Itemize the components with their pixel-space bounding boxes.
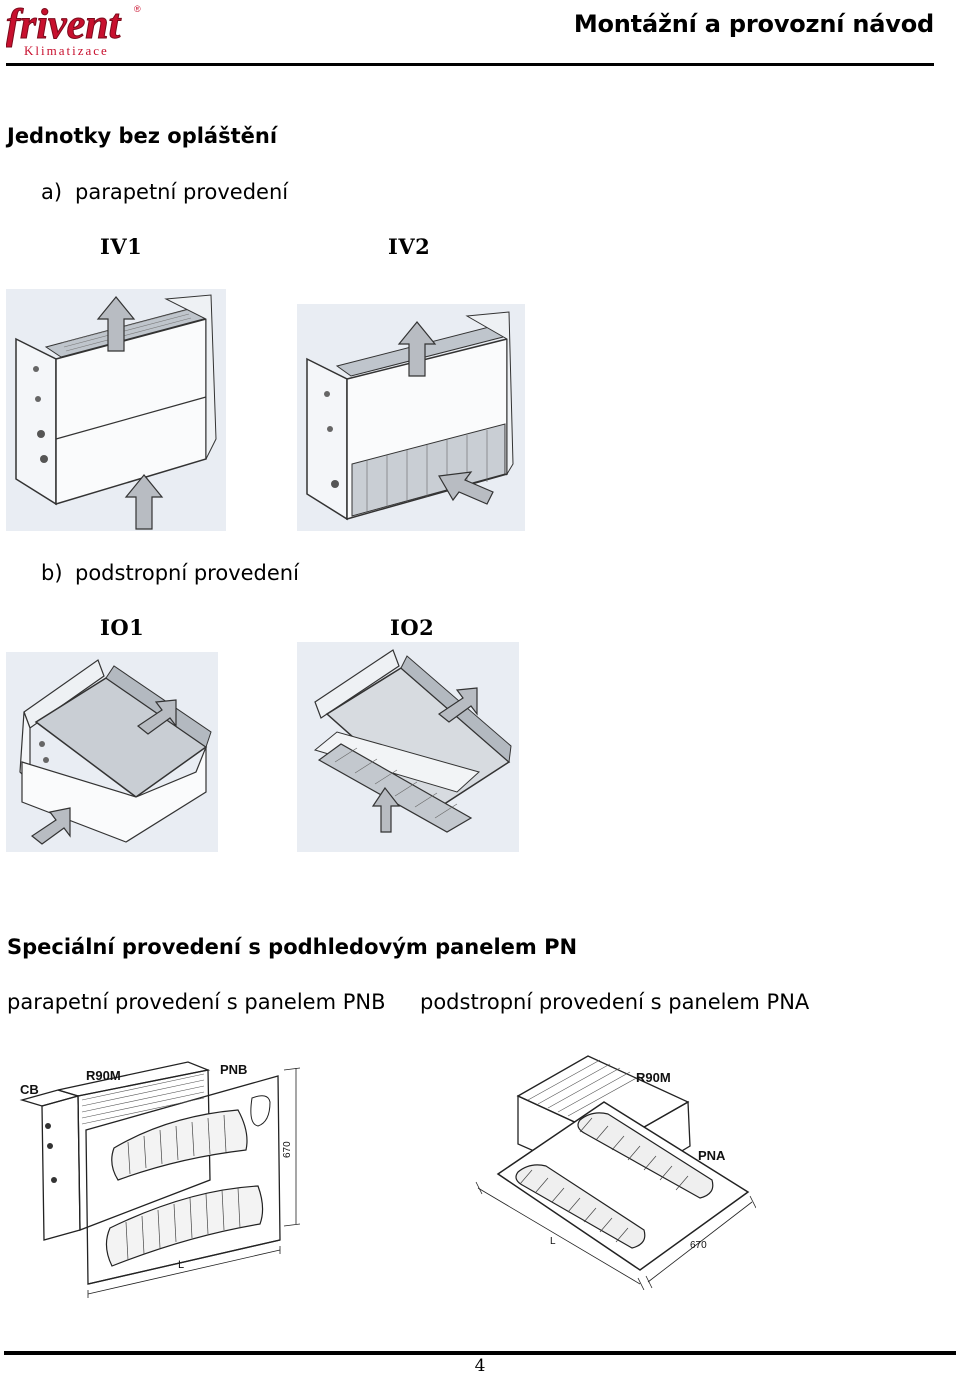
pna-technical-drawing: R90M PNA L 670 bbox=[468, 1048, 757, 1291]
subsection-ceiling: b) podstropní provedení bbox=[41, 561, 299, 585]
label-length-l: L bbox=[178, 1259, 184, 1271]
label-r90m: R90M bbox=[86, 1068, 121, 1083]
io2-unit-illustration bbox=[297, 642, 519, 852]
subsection-label: podstropní provedení bbox=[75, 561, 299, 585]
label-pnb: PNB bbox=[220, 1062, 247, 1077]
model-code-iv1: IV1 bbox=[100, 234, 143, 259]
header-rule bbox=[6, 63, 934, 66]
label-width-670: 670 bbox=[690, 1240, 707, 1251]
label-pna: PNA bbox=[698, 1148, 726, 1163]
label-cb: CB bbox=[20, 1082, 39, 1097]
caption-pna: podstropní provedení s panelem PNA bbox=[420, 990, 810, 1014]
iv1-unit-illustration bbox=[6, 289, 226, 531]
io1-unit-illustration bbox=[6, 652, 218, 852]
page-number: 4 bbox=[474, 1356, 486, 1376]
subsection-label: parapetní provedení bbox=[75, 180, 289, 204]
caption-pnb: parapetní provedení s panelem PNB bbox=[7, 990, 386, 1014]
logo-subtitle: Klimatizace bbox=[24, 43, 109, 58]
label-height-670: 670 bbox=[282, 1141, 293, 1158]
model-code-iv2: IV2 bbox=[388, 234, 431, 259]
label-length-l: L bbox=[550, 1236, 556, 1247]
section-heading-special: Speciální provedení s podhledovým panele… bbox=[7, 935, 578, 959]
iv2-unit-illustration bbox=[297, 304, 525, 531]
list-marker: b) bbox=[41, 561, 63, 585]
svg-text:®: ® bbox=[134, 4, 141, 14]
list-marker: a) bbox=[41, 180, 63, 204]
pnb-technical-drawing: CB R90M PNB 670 L bbox=[18, 1040, 318, 1302]
model-code-io1: IO1 bbox=[100, 615, 145, 640]
section-heading-uncovered: Jednotky bez opláštění bbox=[7, 124, 278, 148]
model-code-io2: IO2 bbox=[390, 615, 435, 640]
document-title: Montážní a provozní návod bbox=[573, 10, 934, 38]
frivent-logo: frivent ® Klimatizace bbox=[6, 2, 148, 60]
logo-wordmark: frivent bbox=[6, 2, 122, 48]
label-r90m: R90M bbox=[636, 1070, 671, 1085]
subsection-parapet: a) parapetní provedení bbox=[41, 180, 288, 204]
footer-rule bbox=[4, 1351, 956, 1355]
